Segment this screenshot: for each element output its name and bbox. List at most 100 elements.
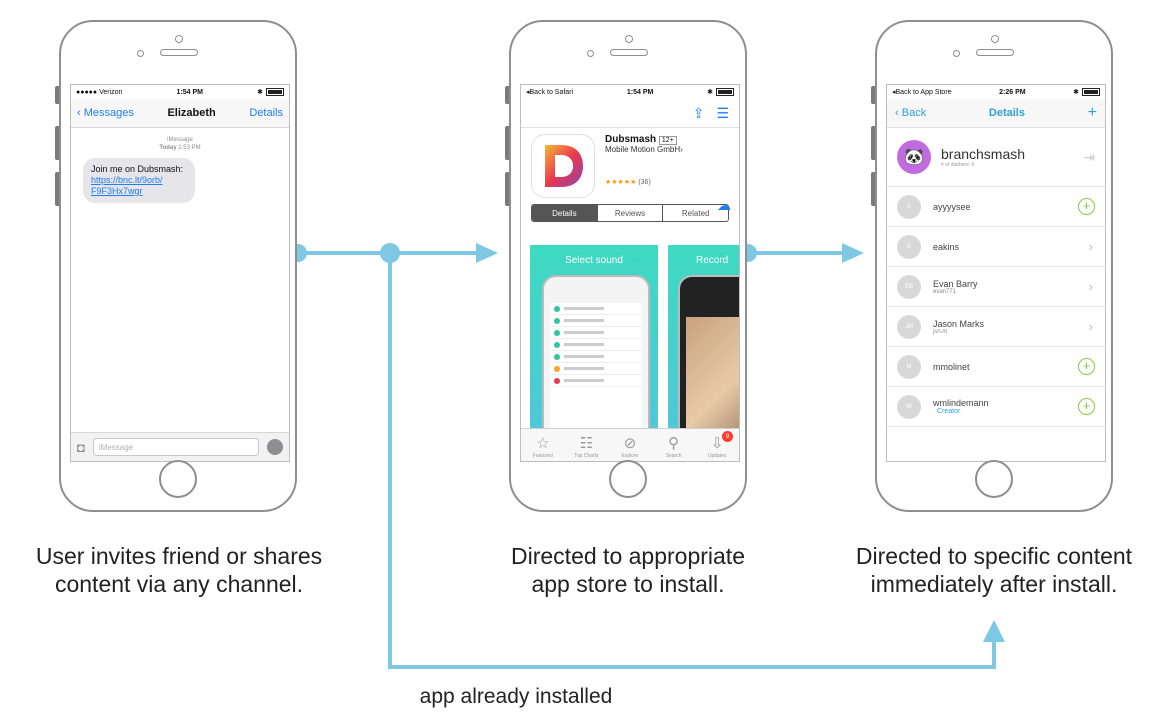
mini-row [550, 363, 642, 375]
front-camera [991, 35, 999, 43]
tab-search-label: Search [665, 453, 682, 459]
flow-arrowhead-step2 [476, 243, 498, 263]
developer-link[interactable]: Mobile Motion GmbH› [605, 145, 683, 154]
message-timestamp: Today 1:53 PM [71, 144, 289, 152]
app-header: Dubsmash 12+ Mobile Motion GmbH› ★★★★★ (… [521, 128, 739, 213]
caption-step2-line1: Directed to appropriate [511, 543, 745, 569]
download-cloud-icon[interactable]: ☁ [717, 197, 731, 213]
chevron-left-icon: ‹ [895, 107, 902, 119]
front-camera [625, 35, 633, 43]
status-bar: ◂Back to Safari 1:54 PM ✱ [521, 85, 739, 99]
user-name: ayyyysee [933, 201, 971, 212]
share-icon[interactable]: ⇪ [692, 104, 705, 121]
link-part-2: F9F3Hx7wgr [91, 186, 143, 196]
screenshot-2-title: Record [696, 255, 729, 266]
screenshot-carousel[interactable]: Select sound Record [530, 245, 739, 429]
tab-featured[interactable]: ☆Featured [521, 429, 565, 461]
home-button[interactable] [609, 460, 647, 498]
app-store-tab-bar: ☆Featured ☷Top Charts ⊘Explore ⚲Search ⇩… [521, 428, 739, 461]
side-button [55, 86, 59, 104]
app-icon [531, 134, 595, 198]
mini-row [550, 339, 642, 351]
add-user-icon[interactable]: + [1078, 398, 1095, 415]
tab-top-charts[interactable]: ☷Top Charts [565, 429, 609, 461]
sensor [137, 50, 144, 57]
back-to-app-store[interactable]: ◂Back to App Store [892, 89, 952, 96]
details-button[interactable]: Details [249, 107, 283, 119]
caption-step1-line1: User invites friend or shares [35, 543, 323, 569]
updates-badge: 9 [721, 431, 733, 442]
tab-explore-label: Explore [621, 453, 639, 459]
back-button[interactable]: ‹ Messages [77, 107, 134, 119]
creator-badge: Creator [937, 408, 961, 415]
microphone-icon[interactable] [267, 439, 283, 455]
tab-explore[interactable]: ⊘Explore [608, 429, 652, 461]
side-button [871, 86, 875, 104]
home-button[interactable] [159, 460, 197, 498]
age-rating-badge: 12+ [658, 136, 677, 145]
user-row[interactable]: E eakins › [887, 227, 1105, 267]
search-icon: ⚲ [668, 435, 680, 452]
back-button[interactable]: ‹ Back [895, 107, 926, 119]
camera-icon[interactable]: ◘ [77, 439, 85, 455]
chevron-right-icon: › [1088, 239, 1093, 254]
status-bar: ◂Back to App Store 2:26 PM ✱ [887, 85, 1105, 99]
mini-phone-mockup-2 [678, 275, 739, 429]
messages-screen: ●●●●● Verizon 1:54 PM ✱ ‹ Messages Eliza… [70, 84, 290, 462]
add-icon[interactable]: + [1087, 104, 1097, 121]
mini-row [550, 303, 642, 315]
user-avatar: EB [897, 274, 921, 299]
flow-arrowhead-bypass [983, 620, 1005, 642]
side-button [505, 172, 509, 206]
list-icon[interactable]: ☰ [716, 104, 729, 121]
mini-row [550, 375, 642, 387]
clock: 1:54 PM [176, 88, 204, 96]
user-handle: jsn.m [933, 328, 948, 335]
tab-search[interactable]: ⚲Search [652, 429, 696, 461]
earpiece [160, 49, 198, 56]
user-name: eakins [933, 241, 960, 252]
message-text: Join me on Dubsmash: [91, 164, 184, 174]
add-user-icon[interactable]: + [1078, 358, 1095, 375]
battery-icon: ✱ [1073, 88, 1100, 97]
mini-row [550, 351, 642, 363]
user-name: mmolinet [933, 361, 970, 372]
nav-title: Details [988, 107, 1025, 119]
home-button[interactable] [975, 460, 1013, 498]
channel-header: 🐼 branchsmash # of dubbers: 6 ⇥ [887, 128, 1105, 187]
status-bar: ●●●●● Verizon 1:54 PM ✱ [71, 85, 289, 99]
mini-row [550, 327, 642, 339]
segment-details[interactable]: Details [532, 205, 598, 221]
caption-step1: User invites friend or shares content vi… [0, 542, 358, 598]
message-input[interactable]: iMessage [92, 438, 259, 456]
exit-icon[interactable]: ⇥ [1083, 148, 1095, 165]
star-icon: ☆ [536, 435, 550, 452]
user-avatar: A [897, 194, 921, 219]
carrier-label: ●●●●● Verizon [76, 88, 123, 96]
channel-subtitle: # of dubbers: 6 [941, 162, 975, 168]
user-row[interactable]: M mmolinet + [887, 347, 1105, 387]
back-label: Back [901, 107, 927, 119]
timestamp-time: 1:53 PM [178, 145, 201, 151]
message-meta: iMessage Today 1:53 PM [71, 136, 289, 152]
side-button [55, 126, 59, 160]
segment-reviews[interactable]: Reviews [598, 205, 664, 221]
back-label: Messages [83, 107, 134, 119]
back-to-safari[interactable]: ◂Back to Safari [526, 89, 574, 96]
tab-updates-label: Updates [707, 453, 727, 459]
segment-related[interactable]: Related [681, 208, 710, 218]
contact-name: Elizabeth [167, 107, 216, 119]
user-avatar: JM [897, 314, 921, 339]
add-user-icon[interactable]: + [1078, 198, 1095, 215]
earpiece [976, 49, 1014, 56]
tab-top-charts-label: Top Charts [574, 453, 599, 459]
details-nav-bar: ‹ Back Details + [887, 99, 1105, 128]
message-link[interactable]: https://bnc.lt/9orb/F9F3Hx7wgr [91, 175, 163, 196]
user-row[interactable]: A ayyyysee + [887, 187, 1105, 227]
sensor [587, 50, 594, 57]
rating: ★★★★★ (36) [605, 179, 651, 186]
